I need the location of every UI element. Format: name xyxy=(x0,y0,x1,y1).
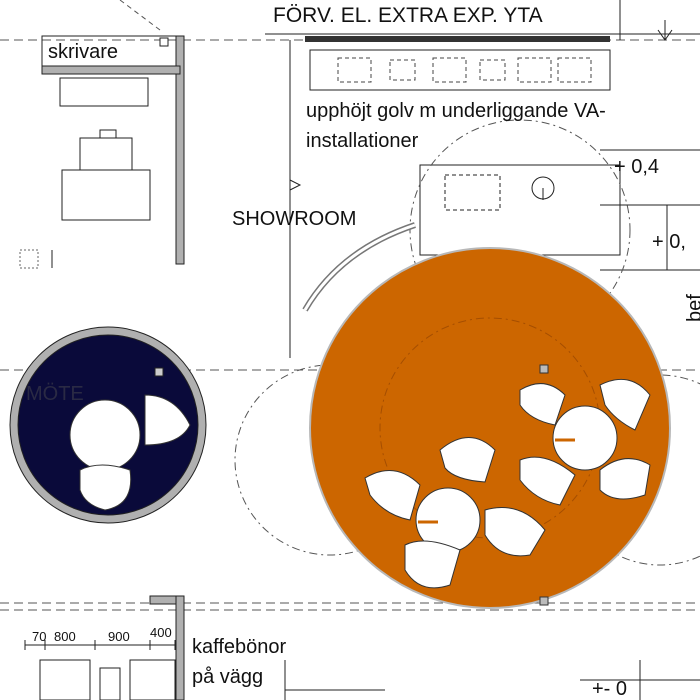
chair xyxy=(439,437,496,483)
showroom-label: SHOWROOM xyxy=(232,208,357,230)
dimension-label: 800 xyxy=(54,629,76,644)
banner-label: FÖRV. EL. EXTRA EXP. YTA xyxy=(273,4,543,27)
chair xyxy=(599,378,651,431)
dimension-label: 400 xyxy=(150,625,172,640)
raised-floor-label-2: installationer xyxy=(306,130,419,152)
banner-area xyxy=(265,0,700,358)
meeting-area xyxy=(9,326,207,524)
dimension-label: 70 xyxy=(32,629,47,644)
chair xyxy=(519,456,576,506)
bef-label: bef xyxy=(684,294,700,322)
raised-floor-area xyxy=(289,149,700,271)
raised-floor-label-1: upphöjt golv m underliggande VA- xyxy=(306,100,606,122)
chair xyxy=(79,464,132,511)
bottom-area xyxy=(24,595,700,700)
kaffe-label-1: kaffebönor xyxy=(192,636,287,658)
level-label-1: + 0,4 xyxy=(614,156,660,178)
kaffe-label-2: på vägg xyxy=(192,666,264,688)
mote-label: MÖTE xyxy=(26,383,84,405)
chair xyxy=(599,458,651,500)
skrivare-area xyxy=(19,35,185,269)
table-group-lower xyxy=(364,437,546,589)
showroom-circle xyxy=(309,247,671,609)
chair xyxy=(404,540,461,589)
dimension-label: 900 xyxy=(108,629,130,644)
level-label-3: +- 0 xyxy=(592,678,628,700)
chair xyxy=(519,383,566,426)
level-label-2: + 0, xyxy=(652,231,686,253)
chair xyxy=(144,394,191,446)
table-group-upper xyxy=(519,378,651,506)
chair xyxy=(484,507,546,557)
skrivare-label: skrivare xyxy=(48,41,119,63)
chair xyxy=(364,469,421,521)
